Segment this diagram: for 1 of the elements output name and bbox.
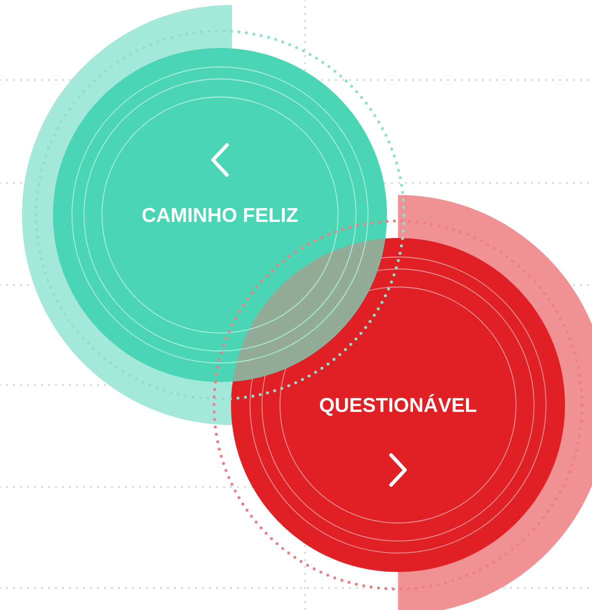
circle-node: CAMINHO FELIZ	[53, 48, 387, 382]
